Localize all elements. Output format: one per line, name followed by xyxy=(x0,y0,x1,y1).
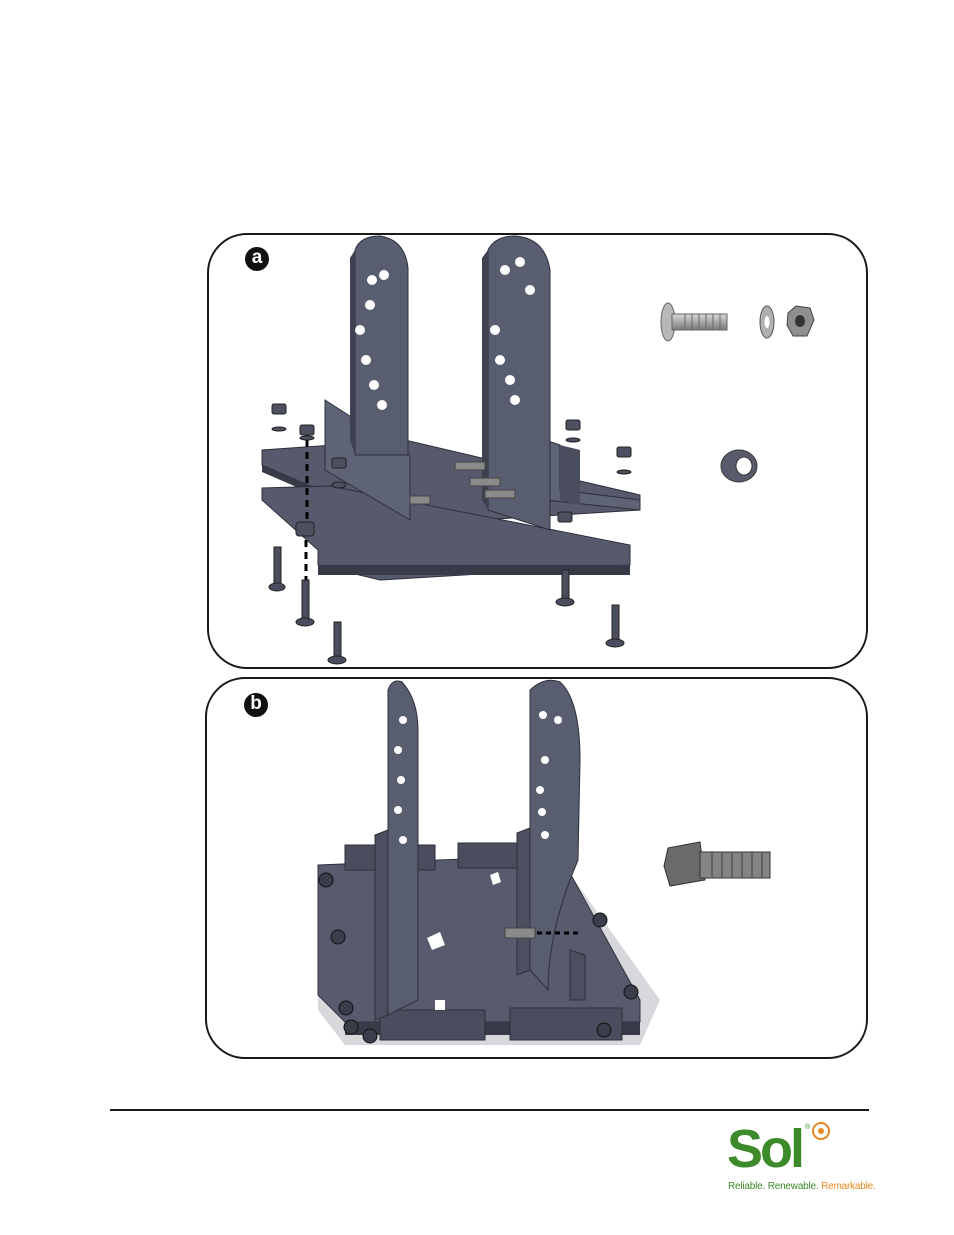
tagline-part1: Reliable. Renewable. xyxy=(728,1181,821,1192)
logo-registered-mark: ® xyxy=(805,1124,810,1131)
spacer-icon xyxy=(721,450,757,482)
logo-wordmark: Sol xyxy=(727,1116,802,1182)
logo-tagline: Reliable. Renewable. Remarkable. xyxy=(728,1181,876,1192)
upright-left-a xyxy=(350,236,408,455)
step-b-panel xyxy=(205,677,868,1059)
washer-icon xyxy=(760,306,774,338)
sol-logo: Sol ® Reliable. Renewable. Remarkable. xyxy=(724,1120,874,1195)
sun-icon xyxy=(812,1122,830,1140)
carriage-bolt-icon xyxy=(661,303,727,341)
hex-nut-icon xyxy=(787,306,814,336)
step-a-badge: a xyxy=(245,247,269,271)
tagline-part2: Remarkable. xyxy=(821,1181,876,1192)
footer-divider xyxy=(110,1109,869,1111)
step-b-badge: b xyxy=(244,693,268,717)
